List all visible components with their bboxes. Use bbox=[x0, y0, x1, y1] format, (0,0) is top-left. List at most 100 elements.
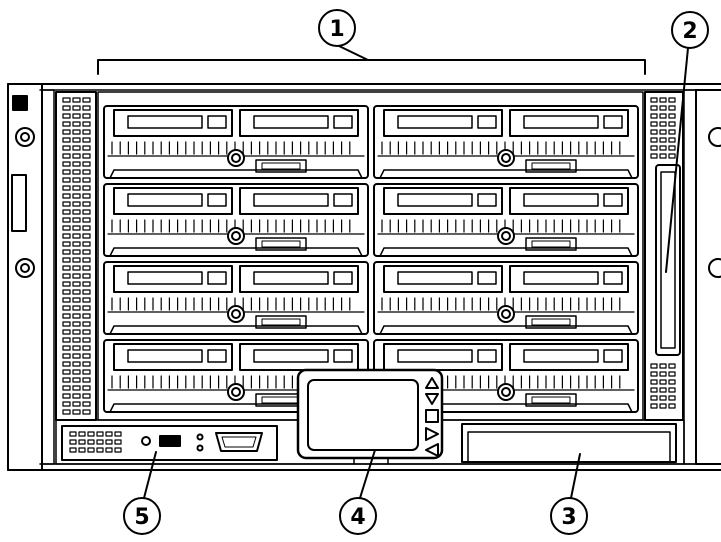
vent-hole bbox=[72, 305, 81, 311]
lcd-up-arrow-icon[interactable] bbox=[425, 377, 439, 389]
blade-power-button-center-icon bbox=[501, 153, 511, 163]
vent-hole bbox=[668, 97, 676, 103]
blade-body bbox=[103, 261, 369, 335]
front-io-module bbox=[61, 425, 278, 461]
vent-hole bbox=[72, 297, 81, 303]
onboard-administrator-slot bbox=[655, 164, 681, 356]
blade-connector-icon bbox=[525, 237, 577, 251]
drive-handle-right bbox=[523, 349, 599, 363]
blade-connector-pins-icon bbox=[261, 162, 301, 170]
drive-latch-right bbox=[603, 349, 623, 363]
vent-hole bbox=[62, 153, 71, 159]
blade-power-button-center-icon bbox=[231, 153, 241, 163]
vent-hole bbox=[82, 177, 91, 183]
vent-hole bbox=[72, 329, 81, 335]
blade-connector-icon bbox=[255, 315, 307, 329]
vent-hole bbox=[72, 401, 81, 407]
drive-handle-right bbox=[253, 349, 329, 363]
insight-display bbox=[296, 368, 444, 465]
vent-hole bbox=[96, 447, 104, 453]
callout-4-label: 4 bbox=[350, 505, 365, 530]
vent-hole bbox=[72, 385, 81, 391]
left-ear-logo-icon bbox=[12, 95, 28, 111]
vent-hole bbox=[659, 113, 667, 119]
vent-hole bbox=[72, 337, 81, 343]
drive-handle-left bbox=[397, 115, 473, 129]
vent-hole bbox=[659, 387, 667, 393]
front-io-vent-holes bbox=[69, 431, 122, 453]
vent-hole bbox=[82, 265, 91, 271]
vent-hole bbox=[650, 403, 658, 409]
right-post bbox=[683, 89, 697, 465]
vent-hole bbox=[72, 409, 81, 415]
vent-hole bbox=[78, 447, 86, 453]
drive-latch-left bbox=[207, 193, 227, 207]
vent-hole bbox=[650, 387, 658, 393]
vent-hole bbox=[72, 281, 81, 287]
lcd-left-arrow-icon[interactable] bbox=[425, 443, 439, 457]
blade-connector-pins-icon bbox=[261, 396, 301, 404]
vent-hole bbox=[72, 137, 81, 143]
blade-handle bbox=[379, 325, 633, 335]
vent-hole bbox=[82, 217, 91, 223]
blade-connector-pins-icon bbox=[531, 162, 571, 170]
left-post bbox=[41, 89, 55, 465]
vent-hole bbox=[659, 97, 667, 103]
vent-hole bbox=[72, 233, 81, 239]
vent-hole bbox=[69, 447, 77, 453]
vent-hole bbox=[62, 193, 71, 199]
blade-power-button-icon bbox=[227, 149, 245, 167]
drive-bay-right bbox=[509, 109, 629, 137]
vent-hole bbox=[668, 403, 676, 409]
vent-hole bbox=[72, 369, 81, 375]
vent-hole bbox=[668, 387, 676, 393]
insight-display-screen bbox=[307, 379, 419, 451]
vent-hole bbox=[659, 153, 667, 159]
drive-bay-left bbox=[383, 265, 503, 293]
vent-hole bbox=[72, 121, 81, 127]
vent-hole bbox=[62, 353, 71, 359]
vent-hole bbox=[668, 153, 676, 159]
vent-hole bbox=[659, 105, 667, 111]
vent-hole bbox=[650, 105, 658, 111]
callout-5-circle bbox=[123, 497, 161, 535]
lcd-ok-button-icon[interactable] bbox=[425, 409, 439, 423]
leader-4 bbox=[359, 449, 376, 499]
left-rack-ear bbox=[7, 83, 43, 471]
blade-handle bbox=[109, 325, 363, 335]
drive-bay-left bbox=[113, 187, 233, 215]
vent-hole bbox=[82, 129, 91, 135]
callout-1-label: 1 bbox=[329, 17, 344, 42]
drive-latch-left bbox=[477, 115, 497, 129]
vent-hole bbox=[72, 185, 81, 191]
vent-hole bbox=[87, 447, 95, 453]
vent-hole bbox=[72, 249, 81, 255]
vent-hole bbox=[650, 153, 658, 159]
drive-latch-left bbox=[207, 115, 227, 129]
drive-handle-left bbox=[127, 271, 203, 285]
vent-hole bbox=[114, 439, 122, 445]
vent-hole bbox=[72, 209, 81, 215]
front-io-panel bbox=[61, 425, 278, 461]
left-ear-bottom-screw-icon bbox=[15, 258, 35, 278]
lcd-down-arrow-icon[interactable] bbox=[425, 393, 439, 405]
vent-hole bbox=[82, 97, 91, 103]
blank-module-inner bbox=[467, 431, 671, 463]
vent-hole bbox=[62, 201, 71, 207]
vent-hole bbox=[62, 257, 71, 263]
drive-bay-right bbox=[239, 109, 359, 137]
blade-connector-icon bbox=[255, 237, 307, 251]
lcd-right-arrow-icon[interactable] bbox=[425, 427, 439, 441]
blade-handle bbox=[109, 247, 363, 257]
vent-hole bbox=[114, 447, 122, 453]
vent-hole bbox=[62, 137, 71, 143]
drive-bay-left bbox=[113, 343, 233, 371]
vent-hole bbox=[650, 129, 658, 135]
server-blade bbox=[103, 261, 369, 335]
vent-hole bbox=[72, 225, 81, 231]
vent-hole bbox=[82, 153, 91, 159]
blade-body bbox=[373, 261, 639, 335]
callout-1: 1 bbox=[97, 9, 646, 75]
vent-hole bbox=[72, 393, 81, 399]
